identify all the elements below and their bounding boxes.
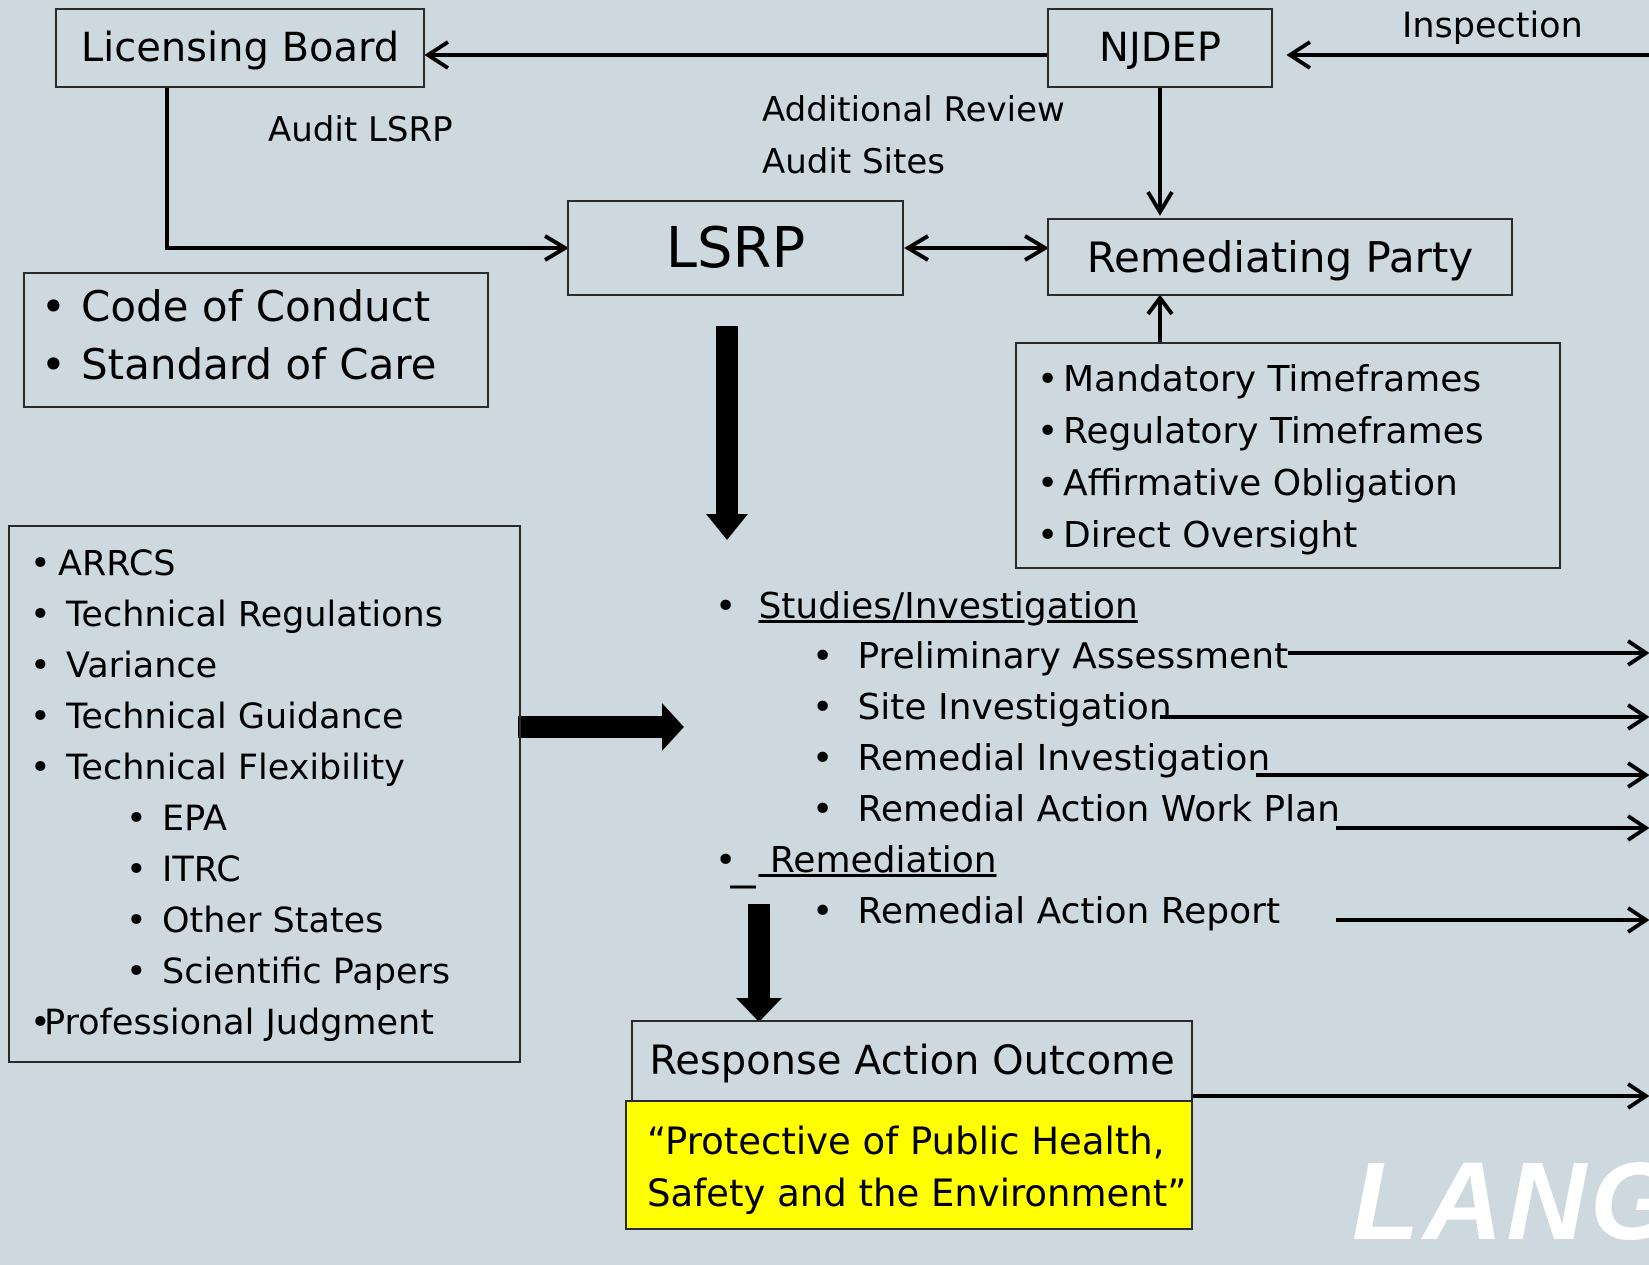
guidance-item: Technical Regulations [10,590,519,641]
timeframes-box: Mandatory Timeframes Regulatory Timefram… [1015,342,1561,569]
remediation-heading: Remediation [715,840,997,881]
arrow-lsrp-down [706,326,748,540]
studies-heading: Studies/Investigation [715,586,1138,627]
conduct-item: Standard of Care [25,336,487,394]
licensing-board-label: Licensing Board [80,25,400,71]
guidance-item: Technical Flexibility [10,743,519,794]
njdep-label: NJDEP [1099,25,1221,71]
guidance-item-professional-judgment: Professional Judgment [10,998,519,1049]
protective-quote: “Protective of Public Health, Safety and… [625,1100,1193,1230]
remediation-item-label: Remedial Action Report [857,891,1281,932]
guidance-sub-item: Other States [10,896,519,947]
studies-item: Site Investigation [812,687,1172,728]
audit-lsrp-label: Audit LSRP [268,110,453,150]
conduct-box: Code of Conduct Standard of Care [23,272,489,408]
arrow-remediation-rao [736,904,782,1022]
conduct-list: Code of Conduct Standard of Care [25,278,487,394]
additional-review-label: Additional Review [762,90,1065,130]
inspection-label: Inspection [1402,6,1583,46]
remediating-party-label: Remediating Party [1086,232,1474,282]
studies-item-label: Remedial Investigation [857,738,1271,779]
njdep-node: NJDEP [1047,8,1273,88]
conduct-item: Code of Conduct [25,278,487,336]
guidance-item: Variance [10,641,519,692]
lsrp-label: LSRP [665,215,806,281]
guidance-sub-item: Scientific Papers [10,947,519,998]
studies-item: Preliminary Assessment [812,636,1288,677]
studies-item-label: Site Investigation [857,687,1172,728]
studies-item: Remedial Investigation [812,738,1270,779]
guidance-item-arrcs: ARRCS [10,539,519,590]
remediating-party-node: Remediating Party [1047,218,1513,296]
remediation-item: Remedial Action Report [812,891,1280,932]
quote-line: Safety and the Environment” [647,1172,1187,1215]
lang-logo: LANG [1352,1140,1649,1263]
timeframe-item: Direct Oversight [1017,510,1559,562]
quote-line: “Protective of Public Health, [647,1120,1165,1163]
response-action-outcome-node: Response Action Outcome [631,1020,1193,1102]
lsrp-node: LSRP [567,200,904,296]
arrow-guidance-process [518,703,684,751]
guidance-list: ARRCS Technical Regulations Variance Tec… [10,539,519,1049]
studies-item-label: Remedial Action Work Plan [857,789,1340,830]
response-action-outcome-label: Response Action Outcome [649,1038,1175,1084]
guidance-sub-item: EPA [10,794,519,845]
studies-item: Remedial Action Work Plan [812,789,1340,830]
studies-item-label: Preliminary Assessment [857,636,1289,677]
guidance-box: ARRCS Technical Regulations Variance Tec… [8,525,521,1063]
timeframes-list: Mandatory Timeframes Regulatory Timefram… [1017,354,1559,562]
guidance-item: Technical Guidance [10,692,519,743]
timeframe-item: Mandatory Timeframes [1017,354,1559,406]
guidance-sub-item: ITRC [10,845,519,896]
timeframe-item: Regulatory Timeframes [1017,406,1559,458]
studies-heading-label: Studies/Investigation [758,586,1138,627]
timeframe-item: Affirmative Obligation [1017,458,1559,510]
licensing-board-node: Licensing Board [55,8,425,88]
remediation-heading-label: Remediation [758,840,997,881]
audit-sites-label: Audit Sites [762,142,945,182]
